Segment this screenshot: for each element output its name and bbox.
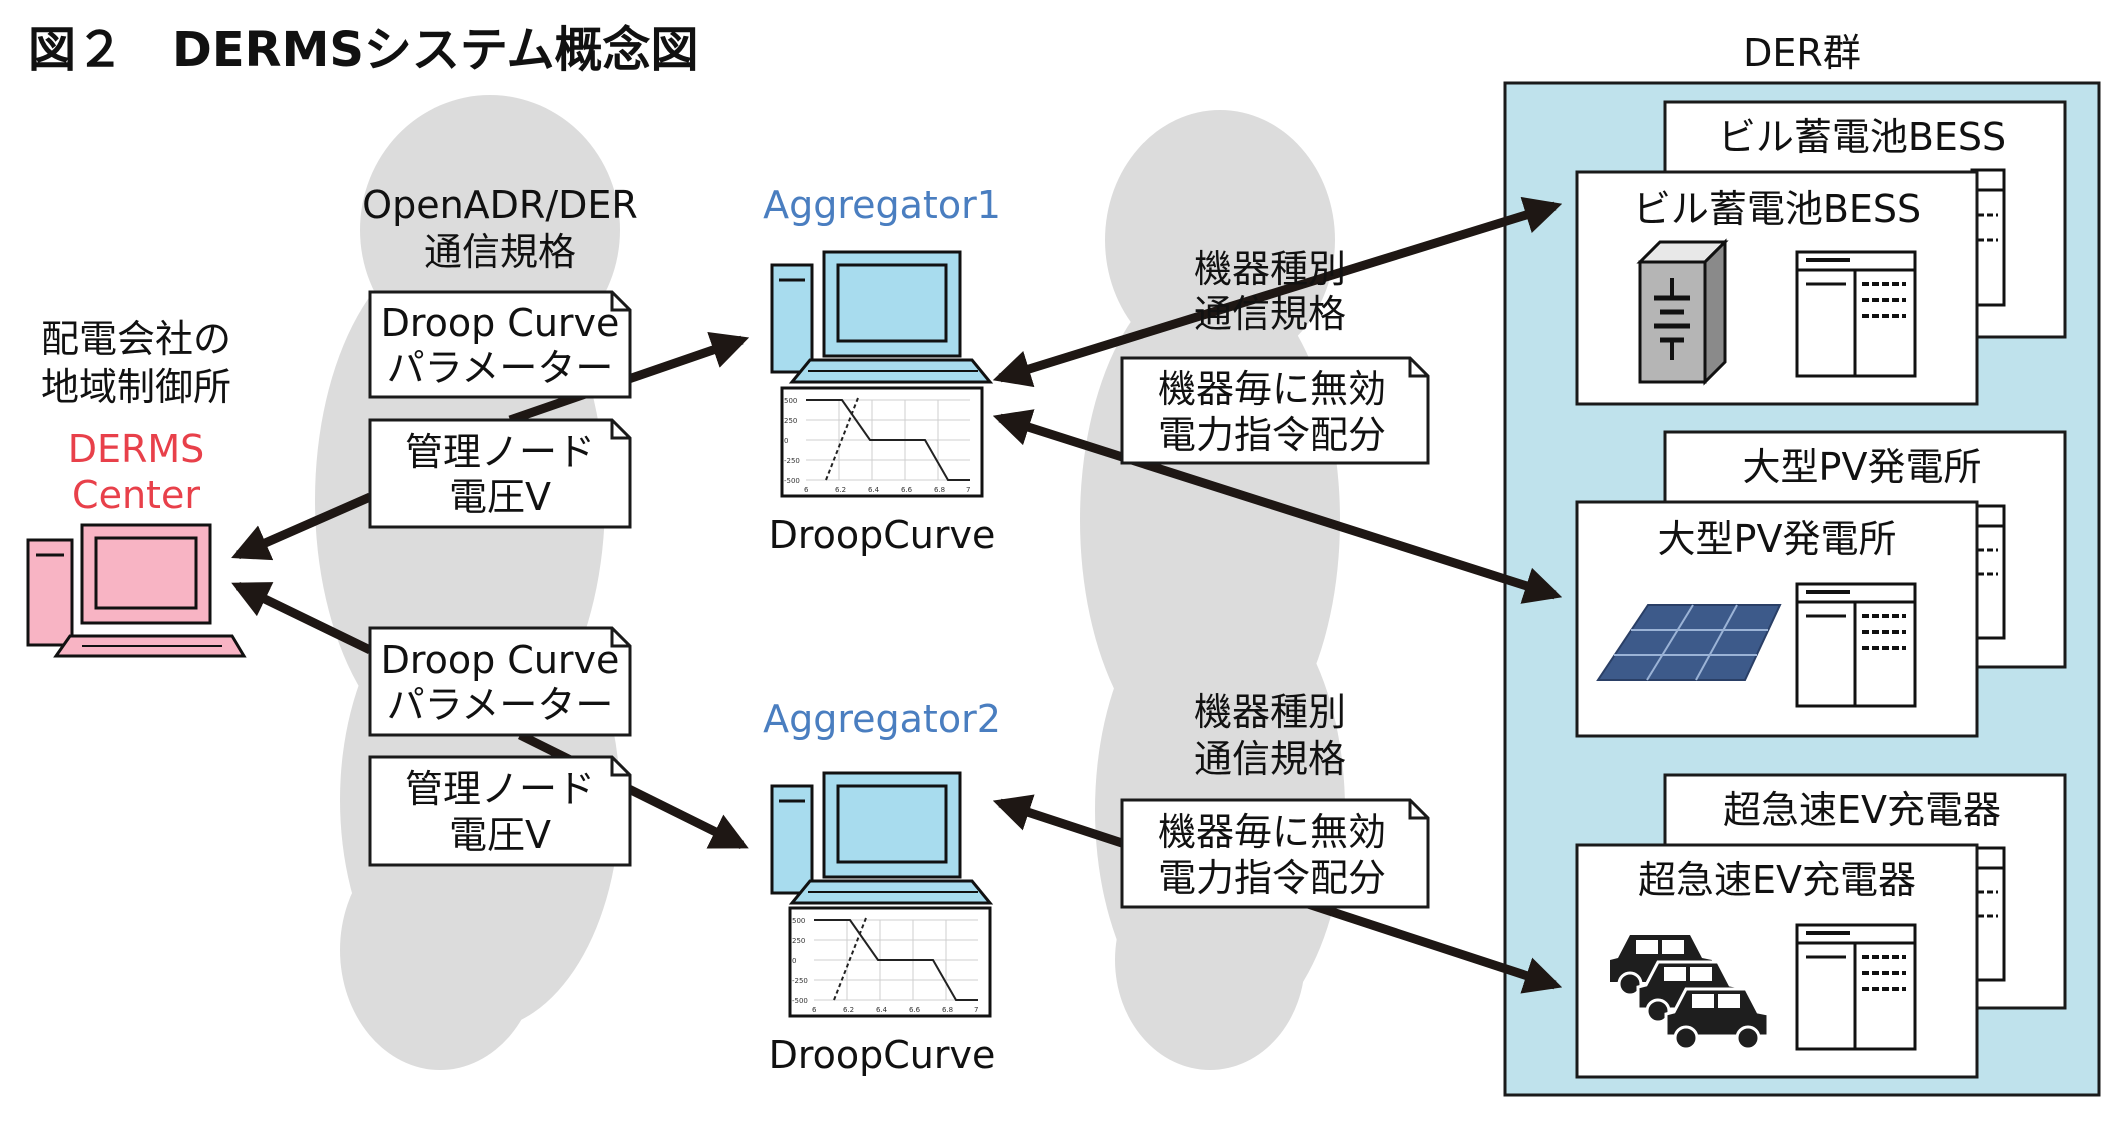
note-reactive-power-2: 機器毎に無効 電力指令配分 [1120, 798, 1430, 909]
arrow-aggregator1-bess [992, 196, 1563, 388]
device-type-label1-line1: 機器種別 [1194, 247, 1346, 291]
note-voltage-1: 管理ノード 電圧V [368, 418, 632, 529]
car-icon [1610, 935, 1770, 1051]
aggregator2-caption: DroopCurve [769, 1033, 996, 1077]
aggregator1-caption: DroopCurve [769, 513, 996, 557]
arrow-voltage-to-derms [231, 492, 372, 561]
derms-center-computer-icon [26, 523, 247, 658]
aggregator1-label: Aggregator1 [763, 183, 1001, 227]
chart2-ytick: 0 [792, 957, 796, 965]
der-device-bess: ビル蓄電池BESS ビル蓄電池BESS [1575, 100, 2067, 406]
chart1-ytick: 0 [784, 437, 788, 445]
note-droop1-line1: Droop Curve [381, 301, 620, 345]
derms-label-line2: Center [72, 473, 200, 517]
der-device-ev: 超急速EV充電器 超急速EV充電器 [1575, 773, 2067, 1079]
note-voltage2-line1: 管理ノード [405, 767, 595, 811]
note-reactive1-line2: 電力指令配分 [1158, 413, 1386, 457]
chart2-xtick: 6 [812, 1006, 817, 1014]
device-type-label2-line2: 通信規格 [1194, 737, 1346, 781]
chart1-xtick: 6.8 [934, 486, 945, 494]
der-device-pv: 大型PV発電所 大型PV発電所 [1575, 430, 2067, 738]
note-reactive2-line2: 電力指令配分 [1158, 856, 1386, 900]
note-reactive-power-1: 機器毎に無効 電力指令配分 [1120, 356, 1430, 465]
pv-back-label: 大型PV発電所 [1743, 445, 1982, 489]
chart2-xtick: 6.4 [876, 1006, 888, 1014]
chart2-ytick: -250 [792, 977, 808, 985]
note-droop2-line1: Droop Curve [381, 638, 620, 682]
protocol-label-line1: OpenADR/DER [362, 183, 638, 227]
note-droop2-line2: パラメーター [387, 683, 614, 727]
utility-label-line1: 配電会社の [41, 317, 231, 361]
aggregator1-computer-icon [770, 250, 994, 384]
droop-curve-chart-1: 500 250 0 -250 -500 6 6.2 6.4 6.6 6.8 7 [780, 386, 984, 498]
note-reactive1-line1: 機器毎に無効 [1158, 367, 1386, 411]
aggregator2-label: Aggregator2 [763, 697, 1001, 741]
figure-title: 図２ DERMSシステム概念図 [28, 22, 699, 78]
chart2-ytick: -500 [792, 997, 808, 1005]
chart1-xtick: 6 [804, 486, 809, 494]
chart2-xtick: 6.8 [942, 1006, 953, 1014]
control-panel-icon [1795, 250, 1917, 378]
note-droop-curve-2: Droop Curve パラメーター [368, 626, 632, 737]
chart1-ytick: 250 [784, 417, 797, 425]
chart1-xtick: 6.6 [901, 486, 913, 494]
pv-front-label: 大型PV発電所 [1658, 517, 1897, 561]
chart1-xtick: 6.4 [868, 486, 880, 494]
note-droop1-line2: パラメーター [387, 346, 614, 390]
droop-curve-chart-2: 500 250 0 -250 -500 6 6.2 6.4 6.6 6.8 7 [788, 906, 992, 1018]
derms-label-line1: DERMS [68, 427, 205, 471]
note-voltage-2: 管理ノード 電圧V [368, 755, 632, 867]
chart2-xtick: 6.6 [909, 1006, 921, 1014]
chart1-xtick: 6.2 [835, 486, 846, 494]
ev-front-label: 超急速EV充電器 [1638, 858, 1916, 902]
arrow-aggregator1-pv [992, 409, 1563, 604]
device-type-label2-line1: 機器種別 [1194, 690, 1346, 734]
control-panel-icon [1795, 582, 1917, 708]
note-voltage1-line2: 電圧V [449, 475, 551, 519]
solar-panel-icon [1596, 604, 1782, 681]
note-reactive2-line1: 機器毎に無効 [1158, 810, 1386, 854]
chart2-ytick: 250 [792, 937, 805, 945]
chart2-xtick: 7 [974, 1006, 978, 1014]
der-group-label: DER群 [1743, 31, 1861, 75]
aggregator2-computer-icon [770, 771, 994, 905]
utility-label-line2: 地域制御所 [41, 365, 231, 409]
bess-front-label: ビル蓄電池BESS [1633, 187, 1921, 231]
ev-back-label: 超急速EV充電器 [1723, 788, 2001, 832]
protocol-label-line2: 通信規格 [424, 230, 576, 274]
chart1-ytick: -250 [784, 457, 800, 465]
chart1-ytick: 500 [784, 397, 797, 405]
chart1-ytick: -500 [784, 477, 800, 485]
arrow-aggregator2-to-derms [231, 581, 372, 655]
note-voltage1-line1: 管理ノード [405, 430, 595, 474]
device-type-label1-line2: 通信規格 [1194, 292, 1346, 336]
control-panel-icon [1795, 923, 1917, 1051]
bess-back-label: ビル蓄電池BESS [1718, 115, 2006, 159]
chart1-xtick: 7 [966, 486, 970, 494]
battery-icon [1636, 238, 1729, 386]
chart2-ytick: 500 [792, 917, 805, 925]
chart2-xtick: 6.2 [843, 1006, 854, 1014]
note-voltage2-line2: 電圧V [449, 813, 551, 857]
note-droop-curve-1: Droop Curve パラメーター [368, 290, 632, 399]
